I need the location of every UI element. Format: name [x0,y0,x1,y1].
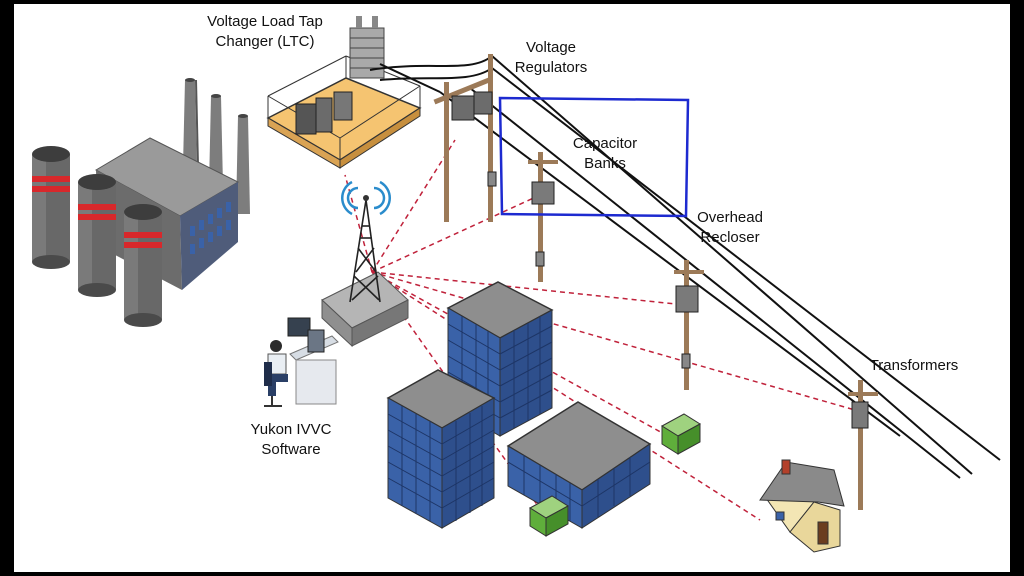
yukon-ivvc-label: Yukon IVVC Software [236,420,346,460]
overhead-recloser-label: Overhead Recloser [686,208,774,248]
link-to-capacitor [371,195,539,273]
capacitor-banks-label-line2: Banks [584,155,626,172]
ltc-label-line2: Changer (LTC) [215,33,315,50]
pad-mount-transformer-icon [529,413,701,537]
overhead-recloser-label-line2: Recloser [700,229,760,246]
link-to-regulators [371,139,456,273]
voltage-regulators-label: Voltage Regulators [506,38,596,78]
capacitor-banks-label: Capacitor Banks [560,134,650,174]
capacitor-highlight-box [498,96,690,218]
power-plant-icon [32,78,250,327]
voltage-regulators-label-line2: Regulators [514,59,588,76]
substation-icon [266,16,422,169]
operator-workstation-icon [264,317,339,407]
voltage-regulators-label-line1: Voltage [525,39,577,56]
overhead-recloser-label-line1: Overhead [697,209,763,226]
wireless-signal-icon [341,180,391,216]
overhead-power-lines [369,55,1001,479]
link-to-recloser [371,271,686,306]
ltc-label-line1: Voltage Load Tap [207,13,323,30]
utility-pole-icon [433,54,878,510]
transformers-label: Transformers [869,357,959,374]
radio-tower-icon [321,180,409,348]
link-to-transformers [371,271,863,413]
house-icon [759,459,845,553]
capacitor-banks-label-line1: Capacitor [572,135,638,152]
yukon-ivvc-label-line1: Yukon IVVC [250,421,332,438]
link-to-house [371,271,761,521]
ltc-label: Voltage Load Tap Changer (LTC) [190,12,340,52]
office-building-icon [386,281,652,529]
yukon-ivvc-label-line2: Software [261,441,321,458]
